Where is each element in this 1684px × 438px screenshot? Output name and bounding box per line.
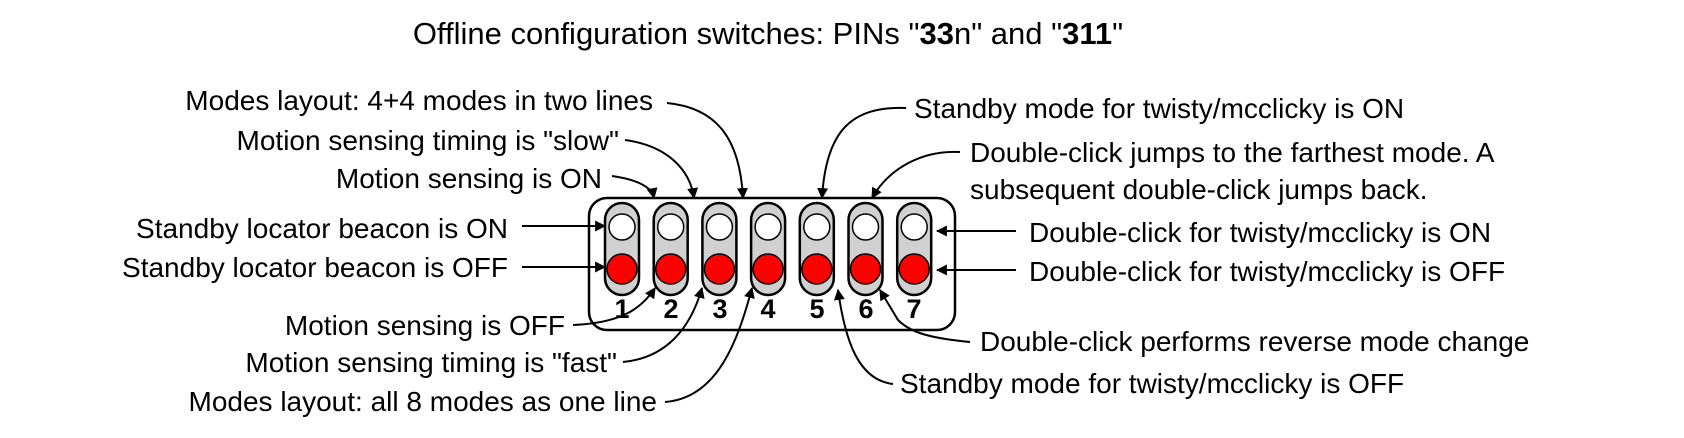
arrow-dclick-farthest (871, 150, 961, 199)
switch-number-5: 5 (809, 294, 824, 324)
switch-number-1: 1 (614, 294, 629, 324)
arrow-motion-timing-slow (624, 139, 699, 200)
label-standby-twisty-on: Standby mode for twisty/mcclicky is ON (914, 93, 1404, 124)
label-modes-layout-two-lines: Modes layout: 4+4 modes in two lines (185, 85, 653, 116)
switch-number-4: 4 (760, 294, 775, 324)
label-dclick-farthest-line2: subsequent double-click jumps back. (970, 174, 1428, 205)
switch-4-off-position (752, 253, 784, 285)
arrow-modes-layout-two-lines (666, 102, 748, 200)
switch-numbers: 1 2 3 4 5 6 7 (614, 294, 921, 324)
switch-5-on-position (803, 213, 831, 241)
label-beacon-on: Standby locator beacon is ON (136, 213, 508, 244)
arrow-motion-on (611, 175, 658, 200)
switch-3-on-position (705, 213, 734, 241)
switch-5-off-position (801, 253, 833, 285)
label-motion-timing-fast: Motion sensing timing is "fast" (245, 347, 617, 378)
label-standby-twisty-off: Standby mode for twisty/mcclicky is OFF (900, 368, 1404, 399)
label-motion-timing-slow: Motion sensing timing is "slow" (237, 125, 619, 156)
switch-number-6: 6 (858, 294, 873, 324)
arrow-dclick-reverse (879, 289, 971, 343)
switch-6-off-position (849, 253, 882, 285)
label-dclick-reverse: Double-click performs reverse mode chang… (980, 326, 1529, 357)
arrow-motion-timing-fast (622, 286, 705, 363)
switch-2-on-position (656, 213, 685, 241)
label-motion-off: Motion sensing is OFF (285, 310, 565, 341)
arrow-modes-layout-one-line (664, 286, 755, 403)
diagram-title: Offline configuration switches: PINs "33… (413, 16, 1123, 51)
label-dclick-twisty-on: Double-click for twisty/mcclicky is ON (1029, 217, 1491, 248)
switch-6-on-position (851, 213, 880, 241)
switch-7-on-position (900, 213, 928, 241)
label-dclick-twisty-off: Double-click for twisty/mcclicky is OFF (1029, 256, 1505, 287)
label-dclick-farthest-line1: Double-click jumps to the farthest mode.… (970, 137, 1495, 168)
switch-1-on-position (608, 213, 636, 241)
arrow-standby-twisty-on (817, 106, 907, 200)
switch-7-off-position (898, 253, 930, 285)
arrow-motion-off (572, 287, 656, 326)
switch-4-on-position (754, 213, 782, 241)
callout-arrows (522, 102, 1016, 403)
switch-number-7: 7 (906, 294, 921, 324)
switch-number-3: 3 (712, 294, 727, 324)
switch-2-off-position (654, 253, 687, 285)
switch-1-off-position (606, 253, 638, 285)
label-modes-layout-one-line: Modes layout: all 8 modes as one line (189, 386, 658, 417)
switch-number-2: 2 (663, 294, 678, 324)
label-motion-on: Motion sensing is ON (336, 163, 602, 194)
switch-3-off-position (703, 253, 736, 285)
arrow-standby-twisty-off (833, 288, 894, 385)
label-beacon-off: Standby locator beacon is OFF (122, 252, 508, 283)
switch-array (603, 201, 933, 297)
